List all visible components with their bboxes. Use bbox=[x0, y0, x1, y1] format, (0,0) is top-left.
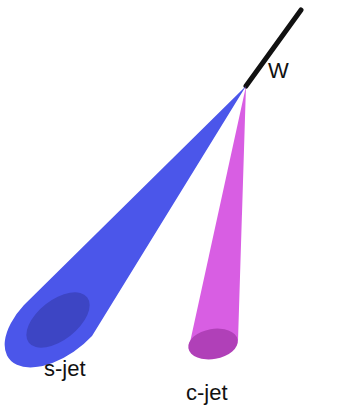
w-boson-line bbox=[246, 10, 301, 86]
c-jet-cone bbox=[189, 86, 246, 357]
jet-label: s-jet bbox=[44, 356, 86, 382]
s-jet-base bbox=[17, 281, 100, 358]
jet-label: c-jet bbox=[186, 380, 228, 406]
c-jet-base bbox=[186, 325, 240, 363]
s-jet-cone bbox=[5, 86, 246, 367]
boson-label: W bbox=[268, 58, 289, 84]
